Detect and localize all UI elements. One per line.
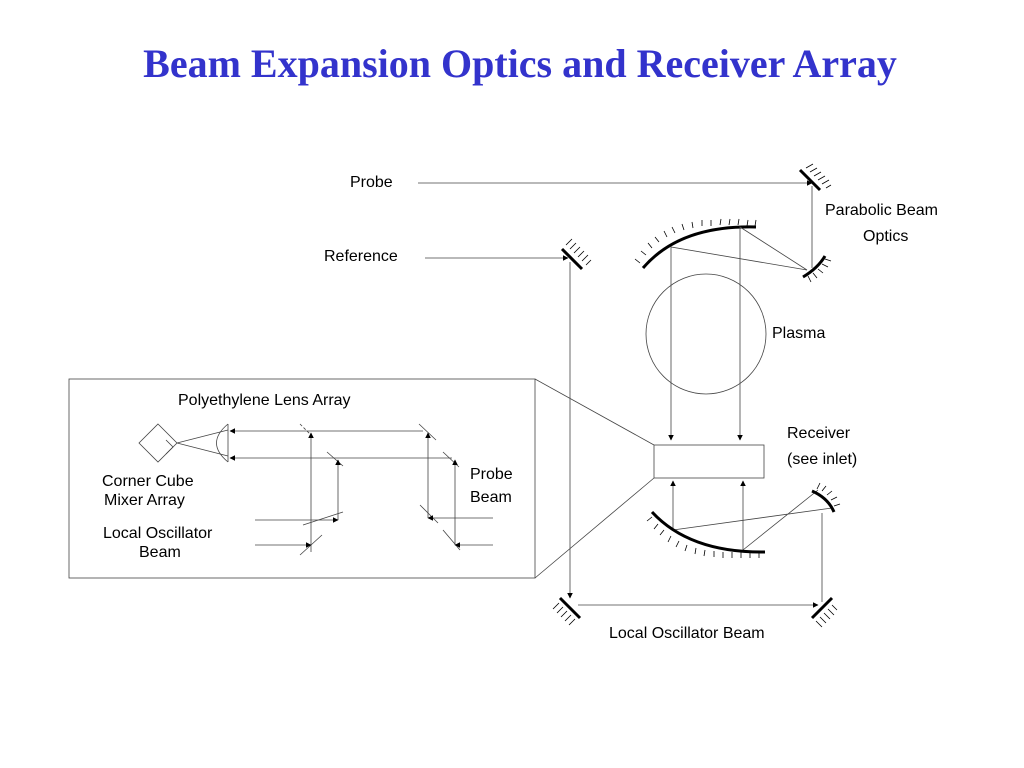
local-oscillator-label: Local Oscillator Beam <box>609 625 765 642</box>
reference-label: Reference <box>324 248 398 265</box>
inset-left-splitters <box>299 423 344 556</box>
lower-small-parabolic-mirror <box>811 482 841 513</box>
plasma-label: Plasma <box>772 325 825 342</box>
lower-diagonal-rays <box>672 489 833 551</box>
inset-right-splitters <box>418 423 461 551</box>
inset-lo-label-1: Local Oscillator <box>103 525 213 542</box>
upper-ray-left <box>668 246 808 441</box>
upper-ray-right <box>737 226 808 441</box>
probe-beam-label-1: Probe <box>470 466 513 483</box>
page-title: Beam Expansion Optics and Receiver Array <box>143 41 897 86</box>
receiver-label-2: (see inlet) <box>787 451 857 468</box>
lo-right-flat-mirror <box>810 596 838 628</box>
upper-small-parabolic-mirror <box>802 255 832 283</box>
probe-flat-mirror <box>798 163 832 192</box>
receiver-label-1: Receiver <box>787 425 851 442</box>
polyethylene-lens <box>176 423 229 463</box>
inset-connector-top <box>534 378 655 446</box>
lo-left-flat-mirror <box>552 596 582 626</box>
corner-cube-mixer <box>138 423 178 463</box>
inset-box <box>68 378 536 579</box>
lens-array-label: Polyethylene Lens Array <box>178 392 351 409</box>
corner-cube-label-1: Corner Cube <box>102 473 194 490</box>
receiver-box <box>653 444 765 479</box>
lower-large-parabolic-mirror <box>646 510 766 558</box>
probe-beam-label-2: Beam <box>470 489 512 506</box>
parabolic-label-1: Parabolic Beam <box>825 202 938 219</box>
plasma-circle <box>645 273 767 395</box>
corner-cube-label-2: Mixer Array <box>104 492 185 509</box>
inset-connector-bottom <box>534 477 655 579</box>
reference-flat-mirror <box>560 238 592 271</box>
upper-large-parabolic-mirror <box>634 218 757 269</box>
inset-lo-label-2: Beam <box>139 544 181 561</box>
parabolic-label-2: Optics <box>863 228 908 245</box>
probe-label: Probe <box>350 174 393 191</box>
